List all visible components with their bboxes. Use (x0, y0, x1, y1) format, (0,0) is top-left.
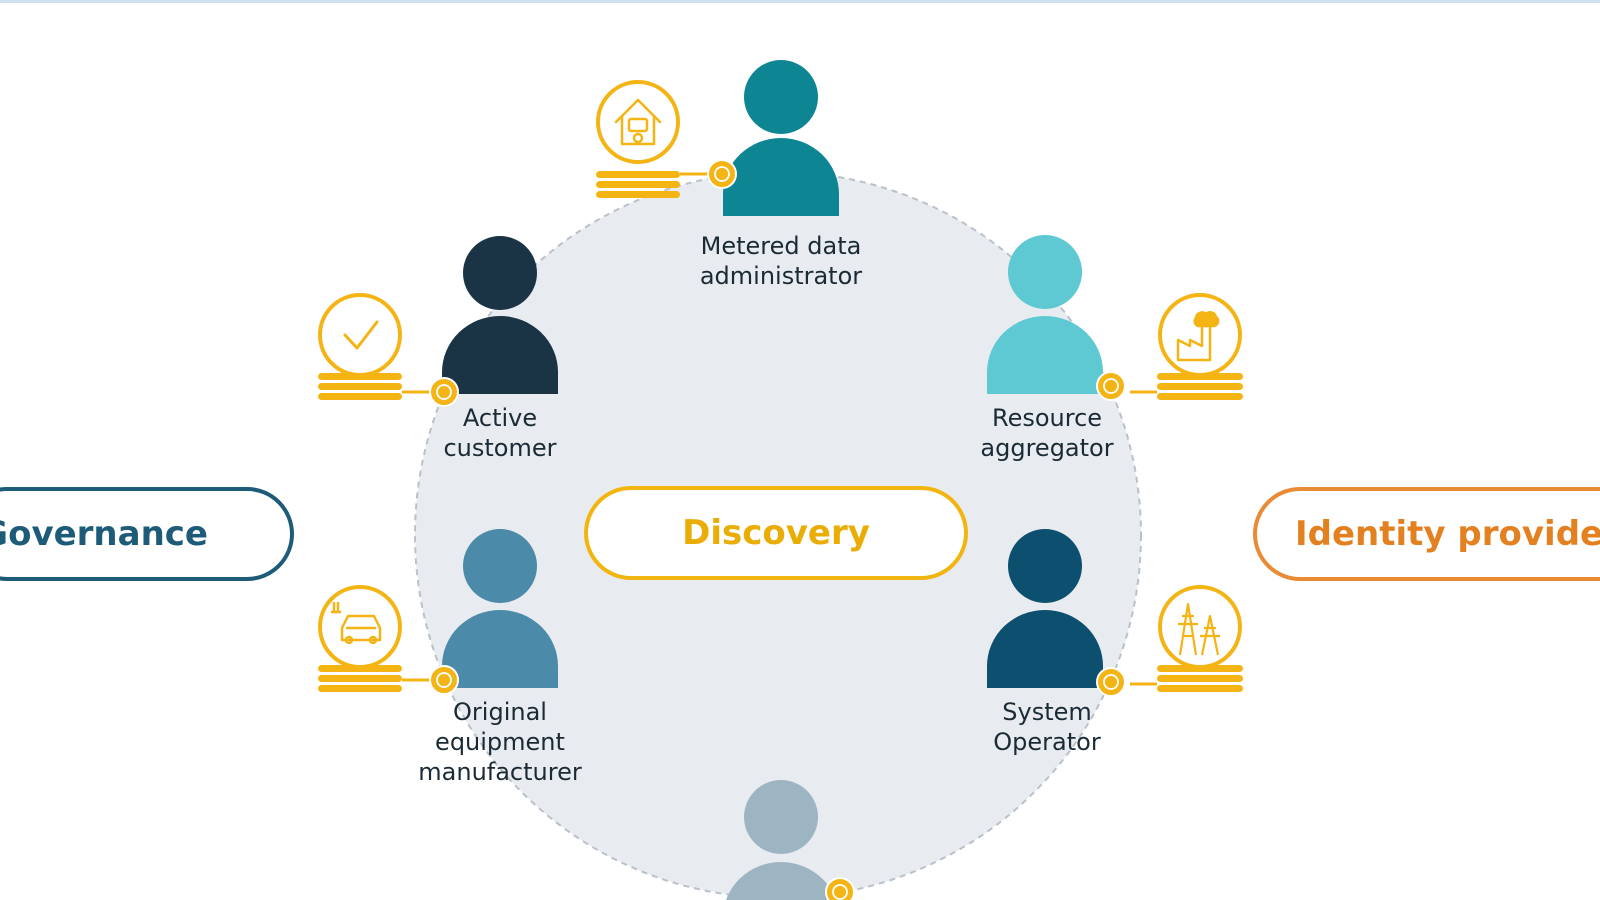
label-active-customer: Active customer (443, 404, 557, 462)
actor-body (987, 316, 1103, 394)
actor-body (726, 862, 836, 900)
link-coin-icon (1096, 371, 1126, 401)
governance-pill: Governance (0, 487, 294, 581)
actor-head (1008, 529, 1082, 603)
coin-stack-factory (1157, 293, 1243, 400)
identity-provider-pill: Identity provider (1253, 487, 1600, 581)
power-pylon-icon (1178, 602, 1220, 656)
label-metered-data-administrator: Metered data administrator (699, 232, 863, 290)
link-coin-icon (429, 377, 459, 407)
actor-head (463, 529, 537, 603)
actor-body (987, 610, 1103, 688)
label-resource-aggregator: Resource aggregator (980, 404, 1114, 462)
coin-stack-car (318, 585, 402, 692)
label-original-equipment-manufacturer: Original equipment manufacturer (418, 698, 582, 786)
actor-resource-aggregator (987, 235, 1243, 401)
actor-body (442, 610, 558, 688)
top-rule (0, 0, 1600, 3)
actor-body (442, 316, 558, 394)
link-coin-icon (707, 159, 737, 189)
actor-head (463, 236, 537, 310)
discovery-pill: Discovery (584, 486, 968, 580)
actor-bottom-partial (726, 780, 855, 900)
coin-stack-house-meter (596, 80, 680, 198)
link-coin-icon (429, 665, 459, 695)
coin-stack-pylon (1157, 585, 1243, 692)
label-system-operator: System Operator (993, 698, 1101, 756)
actor-metered-data-administrator (596, 60, 839, 216)
actor-body (723, 138, 839, 216)
link-coin-icon (825, 877, 855, 900)
actor-head (1008, 235, 1082, 309)
checkmark-icon (343, 320, 379, 350)
actor-head (744, 780, 818, 854)
link-coin-icon (1096, 667, 1126, 697)
actor-active-customer (318, 236, 558, 407)
actor-system-operator (987, 529, 1243, 697)
coin-stack-check (318, 293, 402, 400)
factory-icon (1176, 311, 1220, 362)
house-meter-icon (614, 98, 662, 146)
actor-head (744, 60, 818, 134)
electric-car-icon (331, 602, 382, 645)
actor-original-equipment-manufacturer (318, 529, 558, 695)
